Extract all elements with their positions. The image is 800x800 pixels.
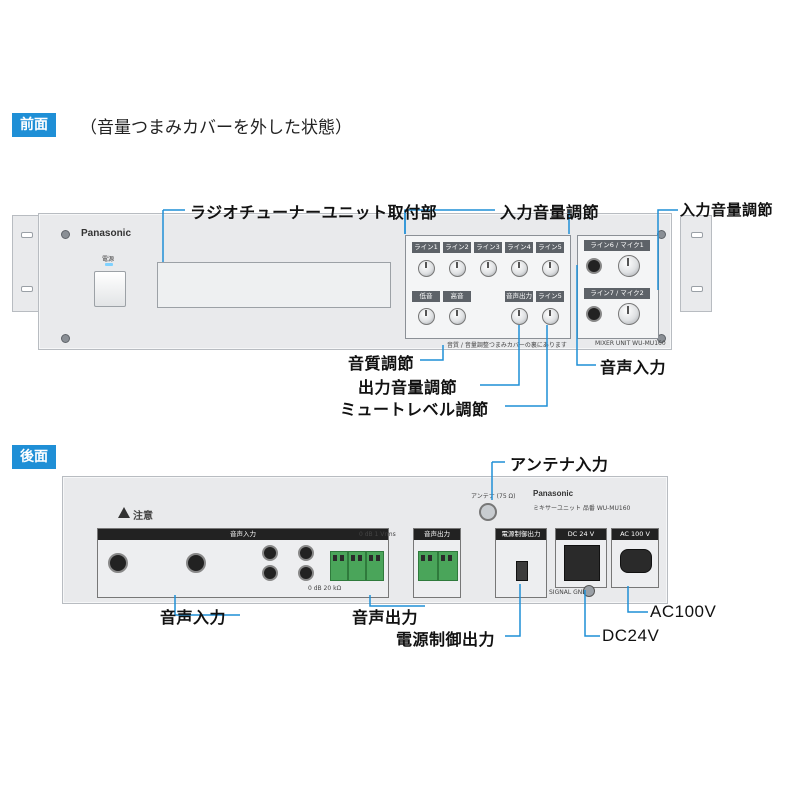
- channel-label-1: ライン1: [412, 242, 440, 253]
- rear-output-header: 音声出力: [414, 529, 460, 540]
- input-terminal-3[interactable]: [366, 551, 384, 581]
- mic-label-1: ライン6 / マイク1: [584, 240, 650, 251]
- front-rack-ear-right: [680, 215, 712, 312]
- callout-antenna: アンテナ入力: [510, 455, 609, 474]
- callout-tone: 音質調節: [348, 354, 415, 373]
- input-terminal-2[interactable]: [348, 551, 366, 581]
- output-terminal-2[interactable]: [438, 551, 458, 581]
- output-volume-knob[interactable]: [511, 308, 528, 325]
- rear-input-header: 音声入力: [98, 529, 388, 540]
- callout-audio-input-rear: 音声入力: [160, 608, 227, 627]
- input-volume-knob-3[interactable]: [480, 260, 497, 277]
- callout-input-volume-2: 入力音量調節: [680, 201, 774, 219]
- channel-label-5: ライン5: [536, 242, 564, 253]
- screw: [61, 230, 70, 239]
- mic-label-2: ライン7 / マイク2: [584, 288, 650, 299]
- front-model-text: MIXER UNIT WU-MU160: [595, 340, 666, 347]
- mixer-recess: ライン1 ライン2 ライン3 ライン4 ライン5 低音 高音 音声出力 ライン5: [405, 235, 571, 339]
- signal-gnd-screw[interactable]: [583, 585, 595, 597]
- front-caption: （音量つまみカバーを外した状態）: [80, 118, 352, 138]
- rear-power-control-area: 電源制御出力: [495, 528, 547, 598]
- dc24v-connector[interactable]: [564, 545, 600, 581]
- input-volume-knob-4[interactable]: [511, 260, 528, 277]
- front-panel: Panasonic 電源 ライン1 ライン2 ライン3 ライン4 ライン5 低音…: [38, 213, 672, 350]
- front-section-tag: 前面: [12, 113, 56, 137]
- antenna-small-label: アンテナ (75 Ω): [471, 493, 516, 500]
- rear-mic-jack-2[interactable]: [186, 553, 206, 573]
- input-impedance-text: 0 dB 20 kΩ: [308, 585, 342, 592]
- power-indicator: [105, 263, 113, 266]
- input-terminal-1[interactable]: [330, 551, 348, 581]
- output-terminal-1[interactable]: [418, 551, 438, 581]
- rear-input-area: 音声入力 0 dB 20 kΩ: [97, 528, 389, 598]
- mic-input-jack-1[interactable]: [586, 258, 602, 274]
- mic-input-jack-2[interactable]: [586, 306, 602, 322]
- rear-section-tag: 後面: [12, 445, 56, 469]
- rear-panel: 注意 アンテナ (75 Ω) Panasonic ミキサーユニット 品番 WU-…: [62, 476, 668, 604]
- channel-label-3: ライン3: [474, 242, 502, 253]
- mic-recess: ライン6 / マイク1 ライン7 / マイク2: [577, 235, 659, 339]
- callout-ac100v: AC100V: [650, 602, 717, 621]
- input-volume-knob-1[interactable]: [418, 260, 435, 277]
- output-label: 音声出力: [505, 291, 533, 302]
- callout-dc24v: DC24V: [602, 626, 660, 645]
- tone-treble-knob[interactable]: [449, 308, 466, 325]
- power-label: 電源: [102, 256, 115, 263]
- rear-ac-header: AC 100 V: [612, 529, 658, 540]
- rear-ac-area: AC 100 V: [611, 528, 659, 588]
- callout-power-control: 電源制御出力: [396, 630, 496, 649]
- caution-label: 注意: [133, 511, 153, 522]
- callout-audio-input-front: 音声入力: [600, 358, 667, 377]
- antenna-connector[interactable]: [479, 503, 497, 521]
- rear-brand-logo: Panasonic: [533, 489, 574, 498]
- rca-jack-2[interactable]: [262, 565, 278, 581]
- screw: [61, 334, 70, 343]
- front-note-text: 音質 / 音量調整つまみカバーの裏にあります: [447, 342, 567, 349]
- level-text: 0 dB 1 Vrms: [359, 531, 396, 538]
- mic-volume-knob-1[interactable]: [618, 255, 640, 277]
- callout-mute-level: ミュートレベル調節: [340, 400, 489, 419]
- caution-triangle-icon: [118, 507, 130, 518]
- radio-tuner-slot: [157, 262, 391, 308]
- rca-jack-1[interactable]: [262, 545, 278, 561]
- tone-label-treble: 高音: [443, 291, 471, 302]
- rear-output-area: 音声出力: [413, 528, 461, 598]
- callout-output-volume: 出力音量調節: [358, 378, 458, 397]
- rear-power-control-header: 電源制御出力: [496, 529, 546, 540]
- rear-model-small: ミキサーユニット 品番 WU-MU160: [533, 505, 631, 512]
- callout-input-volume-1: 入力音量調節: [500, 203, 600, 222]
- input-volume-knob-5[interactable]: [542, 260, 559, 277]
- power-switch[interactable]: [94, 271, 126, 307]
- front-brand-logo: Panasonic: [81, 228, 132, 239]
- power-control-terminal[interactable]: [516, 561, 528, 581]
- channel-label-2: ライン2: [443, 242, 471, 253]
- tone-label-bass: 低音: [412, 291, 440, 302]
- callout-radio-mount: ラジオチューナーユニット取付部: [190, 203, 438, 222]
- rear-mic-jack-1[interactable]: [108, 553, 128, 573]
- ac100v-inlet[interactable]: [620, 549, 652, 573]
- channel-label-4: ライン4: [505, 242, 533, 253]
- input-volume-knob-2[interactable]: [449, 260, 466, 277]
- mute-level-knob[interactable]: [542, 308, 559, 325]
- signal-gnd-label: SIGNAL GND: [549, 589, 587, 596]
- tone-bass-knob[interactable]: [418, 308, 435, 325]
- rear-dc-area: DC 24 V: [555, 528, 607, 588]
- rca-jack-4[interactable]: [298, 565, 314, 581]
- callout-audio-output: 音声出力: [352, 608, 419, 627]
- rear-dc-header: DC 24 V: [556, 529, 606, 540]
- mute-label: ライン5: [536, 291, 564, 302]
- mic-volume-knob-2[interactable]: [618, 303, 640, 325]
- rca-jack-3[interactable]: [298, 545, 314, 561]
